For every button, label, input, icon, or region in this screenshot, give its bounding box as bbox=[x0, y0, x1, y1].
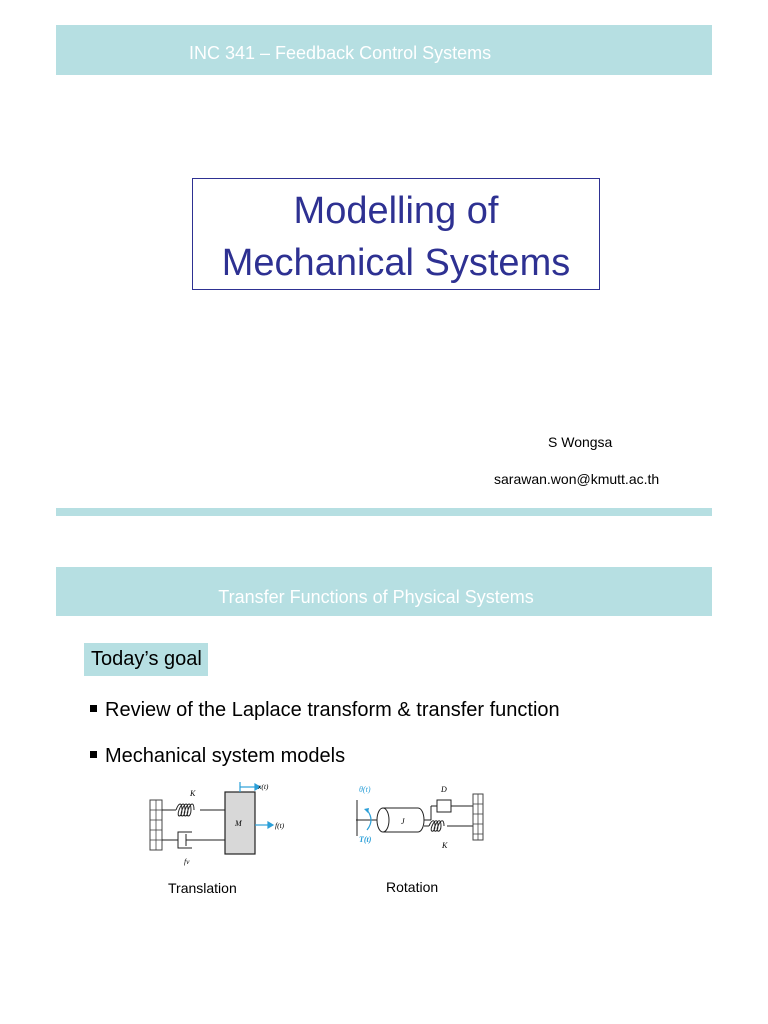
slide1-footer-band bbox=[56, 508, 712, 516]
label-inertia-j: J bbox=[401, 817, 405, 826]
bullet-text: Mechanical system models bbox=[105, 745, 346, 767]
bullet-square-icon bbox=[90, 751, 97, 758]
slide-title-box: Modelling of Mechanical Systems bbox=[192, 178, 600, 290]
bullet-text: Review of the Laplace transform & transf… bbox=[105, 699, 560, 721]
slide2-header-band: Transfer Functions of Physical Systems bbox=[56, 567, 712, 616]
mass-block bbox=[224, 791, 256, 855]
label-displacement: x(t) bbox=[257, 782, 269, 791]
rotation-arrowhead-icon bbox=[364, 808, 369, 813]
bullet-item: Mechanical system models bbox=[90, 745, 345, 768]
translation-diagram: K M x(t) f(t) fv bbox=[149, 782, 285, 866]
wall-left bbox=[149, 799, 163, 851]
label-angle: θ(t) bbox=[359, 785, 371, 794]
wall-right bbox=[472, 793, 484, 841]
slide1-header-band: INC 341 – Feedback Control Systems bbox=[56, 25, 712, 75]
spring-k bbox=[162, 803, 225, 817]
label-damper-fv: fv bbox=[184, 857, 190, 866]
bullet-square-icon bbox=[90, 705, 97, 712]
course-title: INC 341 – Feedback Control Systems bbox=[189, 43, 492, 63]
label-mass-m: M bbox=[234, 819, 243, 828]
title-line-1: Modelling of bbox=[293, 190, 499, 232]
rotation-diagram: θ(t) T(t) J D K bbox=[356, 785, 484, 850]
bullet-item: Review of the Laplace transform & transf… bbox=[90, 699, 560, 722]
caption-rotation: Rotation bbox=[386, 879, 439, 895]
damper-d bbox=[424, 799, 473, 821]
force-arrow-icon bbox=[255, 820, 275, 830]
slide2-header-text: Transfer Functions of Physical Systems bbox=[218, 587, 534, 607]
label-force: f(t) bbox=[275, 821, 285, 830]
damper-fv bbox=[162, 831, 225, 849]
spring-k-rot bbox=[424, 820, 473, 832]
caption-translation: Translation bbox=[168, 880, 237, 896]
author-email: sarawan.won@kmutt.ac.th bbox=[494, 471, 660, 487]
label-spring-k: K bbox=[189, 789, 196, 798]
goal-label: Today’s goal bbox=[84, 643, 208, 676]
author-name: S Wongsa bbox=[548, 434, 613, 450]
title-line-2: Mechanical Systems bbox=[221, 242, 571, 284]
displacement-arrow-icon bbox=[239, 782, 262, 792]
label-spring-k-rot: K bbox=[441, 841, 448, 850]
label-damper-d: D bbox=[440, 785, 447, 794]
label-torque: T(t) bbox=[359, 835, 372, 844]
